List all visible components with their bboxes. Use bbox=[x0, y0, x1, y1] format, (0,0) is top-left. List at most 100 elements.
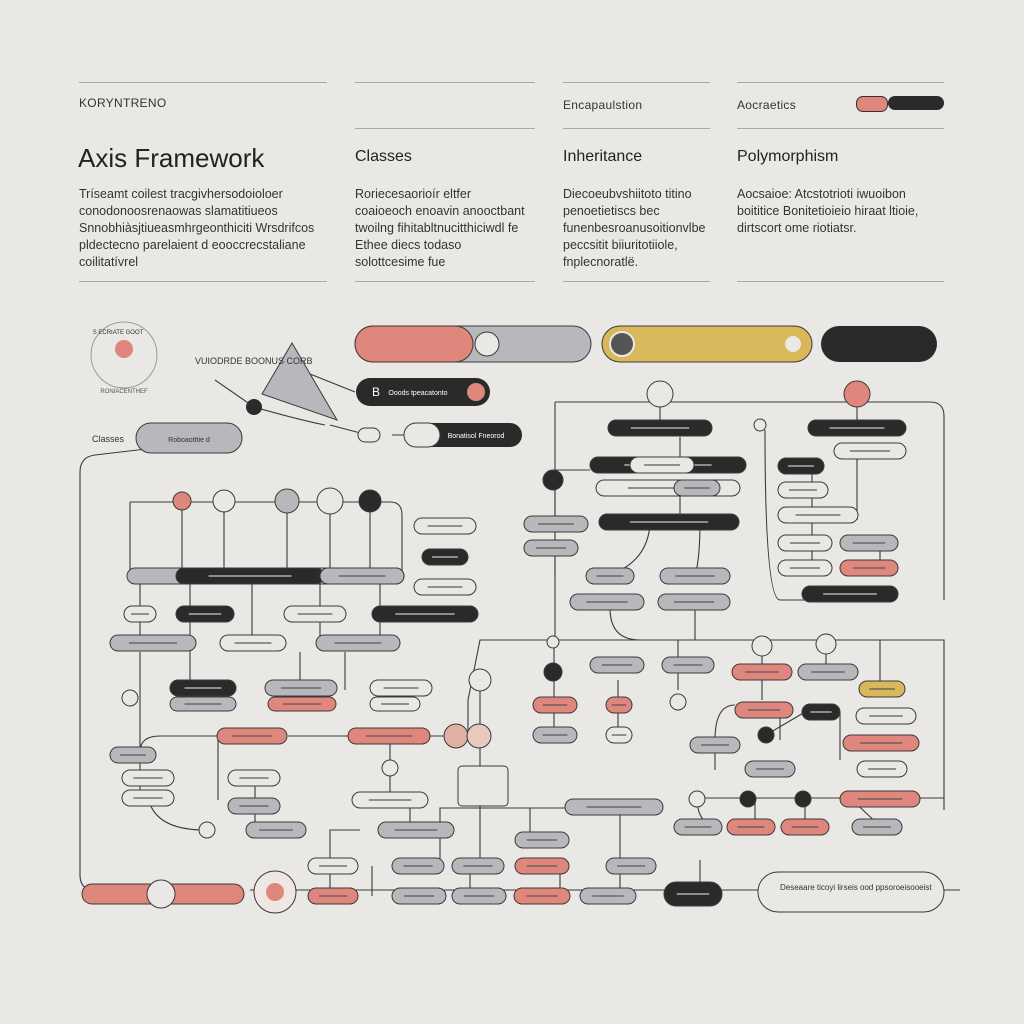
tiny-pill[interactable] bbox=[357, 427, 381, 443]
node-pill-text-mark-1 bbox=[208, 575, 292, 577]
node-pill-text-mark-47 bbox=[676, 893, 710, 895]
node-dot-9[interactable] bbox=[468, 668, 492, 692]
node-dot-16[interactable] bbox=[198, 821, 216, 839]
header-rule-top-1 bbox=[79, 82, 327, 83]
node-dot-8[interactable] bbox=[543, 662, 563, 682]
portrait-icon bbox=[609, 331, 635, 357]
node-pill-text-mark-51 bbox=[747, 709, 781, 711]
column-eyebrow-polymorphism: Aocraetics bbox=[737, 98, 797, 112]
node-pill-text-mark-50 bbox=[869, 688, 895, 690]
brand-label: KORYNTRENO bbox=[79, 96, 167, 110]
node-dot-14[interactable] bbox=[739, 790, 757, 808]
node-dot-19[interactable] bbox=[669, 693, 687, 711]
merge-node-left bbox=[443, 723, 469, 749]
node-pill-text-mark-40 bbox=[601, 664, 633, 666]
header-rule-top-3 bbox=[563, 82, 710, 83]
node-pill-text-mark-25 bbox=[394, 829, 438, 831]
header-rule-top-4 bbox=[737, 82, 944, 83]
node-dot-11[interactable] bbox=[815, 633, 837, 655]
node-dot-2[interactable] bbox=[274, 488, 300, 514]
node-pill-text-mark-77 bbox=[788, 465, 814, 467]
header-rule-bottom-1 bbox=[79, 281, 327, 282]
node-dot-7[interactable] bbox=[542, 469, 564, 491]
legend-top-label: S ECRIATE GOOT bbox=[93, 330, 144, 336]
class-pill-label: Roboaotttie d bbox=[168, 437, 210, 444]
node-pill-text-mark-55 bbox=[859, 742, 903, 744]
node-pill-text-mark-72 bbox=[675, 575, 715, 577]
node-pill-text-mark-24 bbox=[259, 829, 293, 831]
top-pill-dark[interactable] bbox=[821, 326, 937, 362]
node-pill-text-mark-30 bbox=[403, 895, 435, 897]
node-dot-10[interactable] bbox=[751, 635, 773, 657]
node-dot-13[interactable] bbox=[688, 790, 706, 808]
b-pill-label: Ooods tpeacatonto bbox=[388, 390, 447, 397]
node-pill-text-mark-53 bbox=[869, 715, 903, 717]
node-pill-text-mark-66 bbox=[627, 487, 709, 489]
header-rule-mid-2 bbox=[355, 128, 535, 129]
class-pill[interactable] bbox=[135, 422, 243, 454]
node-pill-text-mark-41 bbox=[673, 664, 703, 666]
node-pill-text-mark-37 bbox=[526, 865, 558, 867]
node-pill-text-mark-80 bbox=[789, 542, 821, 544]
header-rule-mid-3 bbox=[563, 128, 710, 129]
node-dot-6[interactable] bbox=[843, 380, 871, 408]
node-pill-text-mark-70 bbox=[535, 547, 567, 549]
header-rule-bottom-4 bbox=[737, 281, 944, 282]
classes-label: Classes bbox=[92, 434, 125, 444]
node-pill-text-mark-34 bbox=[432, 556, 458, 558]
intro-text: Tríseamt coilest tracgivhersodoioloer co… bbox=[79, 187, 315, 269]
header-tag-pill-salmon[interactable] bbox=[856, 96, 888, 112]
node-dot-17[interactable] bbox=[381, 759, 399, 777]
node-pill-text-mark-44 bbox=[586, 806, 642, 808]
node-pill-text-mark-61 bbox=[863, 826, 891, 828]
header-tag-pill-dark[interactable] bbox=[888, 96, 944, 110]
node-pill-text-mark-82 bbox=[789, 567, 821, 569]
callout-node bbox=[246, 399, 262, 415]
node-dot-5[interactable] bbox=[646, 380, 674, 408]
node-dot-21[interactable] bbox=[546, 635, 560, 649]
node-pill-text-mark-52 bbox=[810, 711, 832, 713]
header-rule-bottom-2 bbox=[355, 281, 535, 282]
column-text-polymorphism: Aocsaioe: Atcstotrioti iwuoibon boititic… bbox=[737, 187, 919, 235]
node-pill-text-mark-4 bbox=[188, 613, 222, 615]
node-pill-text-mark-11 bbox=[184, 703, 222, 705]
node-dot-15[interactable] bbox=[794, 790, 812, 808]
column-text-classes: Roriecesaorioír eltfer coaioeoch enoavin… bbox=[355, 187, 525, 269]
column-text-inheritance: Diecoeubvshiitoto titino penoetietiscs b… bbox=[563, 187, 706, 269]
flower-icon bbox=[115, 340, 133, 358]
node-dot-4[interactable] bbox=[358, 489, 382, 513]
node-pill-text-mark-16 bbox=[120, 754, 146, 756]
small-pill-knob bbox=[403, 422, 441, 448]
node-pill-text-mark-33 bbox=[427, 525, 463, 527]
node-dot-0[interactable] bbox=[172, 491, 192, 511]
node-dot-12[interactable] bbox=[757, 726, 775, 744]
header-rule-top-2 bbox=[355, 82, 535, 83]
note-box bbox=[457, 765, 509, 807]
figure-icon bbox=[785, 336, 801, 352]
node-pill-text-mark-43 bbox=[611, 734, 627, 736]
column-heading-classes: Classes bbox=[355, 148, 412, 165]
node-dot-3[interactable] bbox=[316, 487, 344, 515]
node-pill-text-mark-83 bbox=[852, 567, 886, 569]
column-heading-inheritance: Inheritance bbox=[563, 148, 643, 165]
node-pill-text-mark-6 bbox=[395, 613, 455, 615]
node-pill-text-mark-13 bbox=[282, 703, 322, 705]
b-pill[interactable] bbox=[356, 378, 490, 406]
node-pill-text-mark-79 bbox=[795, 514, 841, 516]
node-pill-text-mark-39 bbox=[542, 734, 568, 736]
node-dot-20[interactable] bbox=[753, 418, 767, 432]
node-pill-text-mark-26 bbox=[319, 865, 347, 867]
node-pill-text-mark-58 bbox=[684, 826, 712, 828]
top-pill-gold[interactable] bbox=[601, 325, 813, 363]
node-pill-text-mark-7 bbox=[128, 642, 178, 644]
node-dot-18[interactable] bbox=[121, 689, 139, 707]
header-rule-mid-4 bbox=[737, 128, 944, 129]
node-pill-text-mark-73 bbox=[586, 601, 628, 603]
node-pill-text-mark-63 bbox=[630, 427, 690, 429]
top-pill-salmon[interactable] bbox=[354, 325, 474, 363]
column-eyebrow-inheritance: Encapaulstion bbox=[563, 98, 643, 112]
node-dot-1[interactable] bbox=[212, 489, 236, 513]
node-pill-text-mark-38 bbox=[542, 704, 568, 706]
avatar-face bbox=[266, 883, 284, 901]
node-pill-text-mark-54 bbox=[701, 744, 729, 746]
